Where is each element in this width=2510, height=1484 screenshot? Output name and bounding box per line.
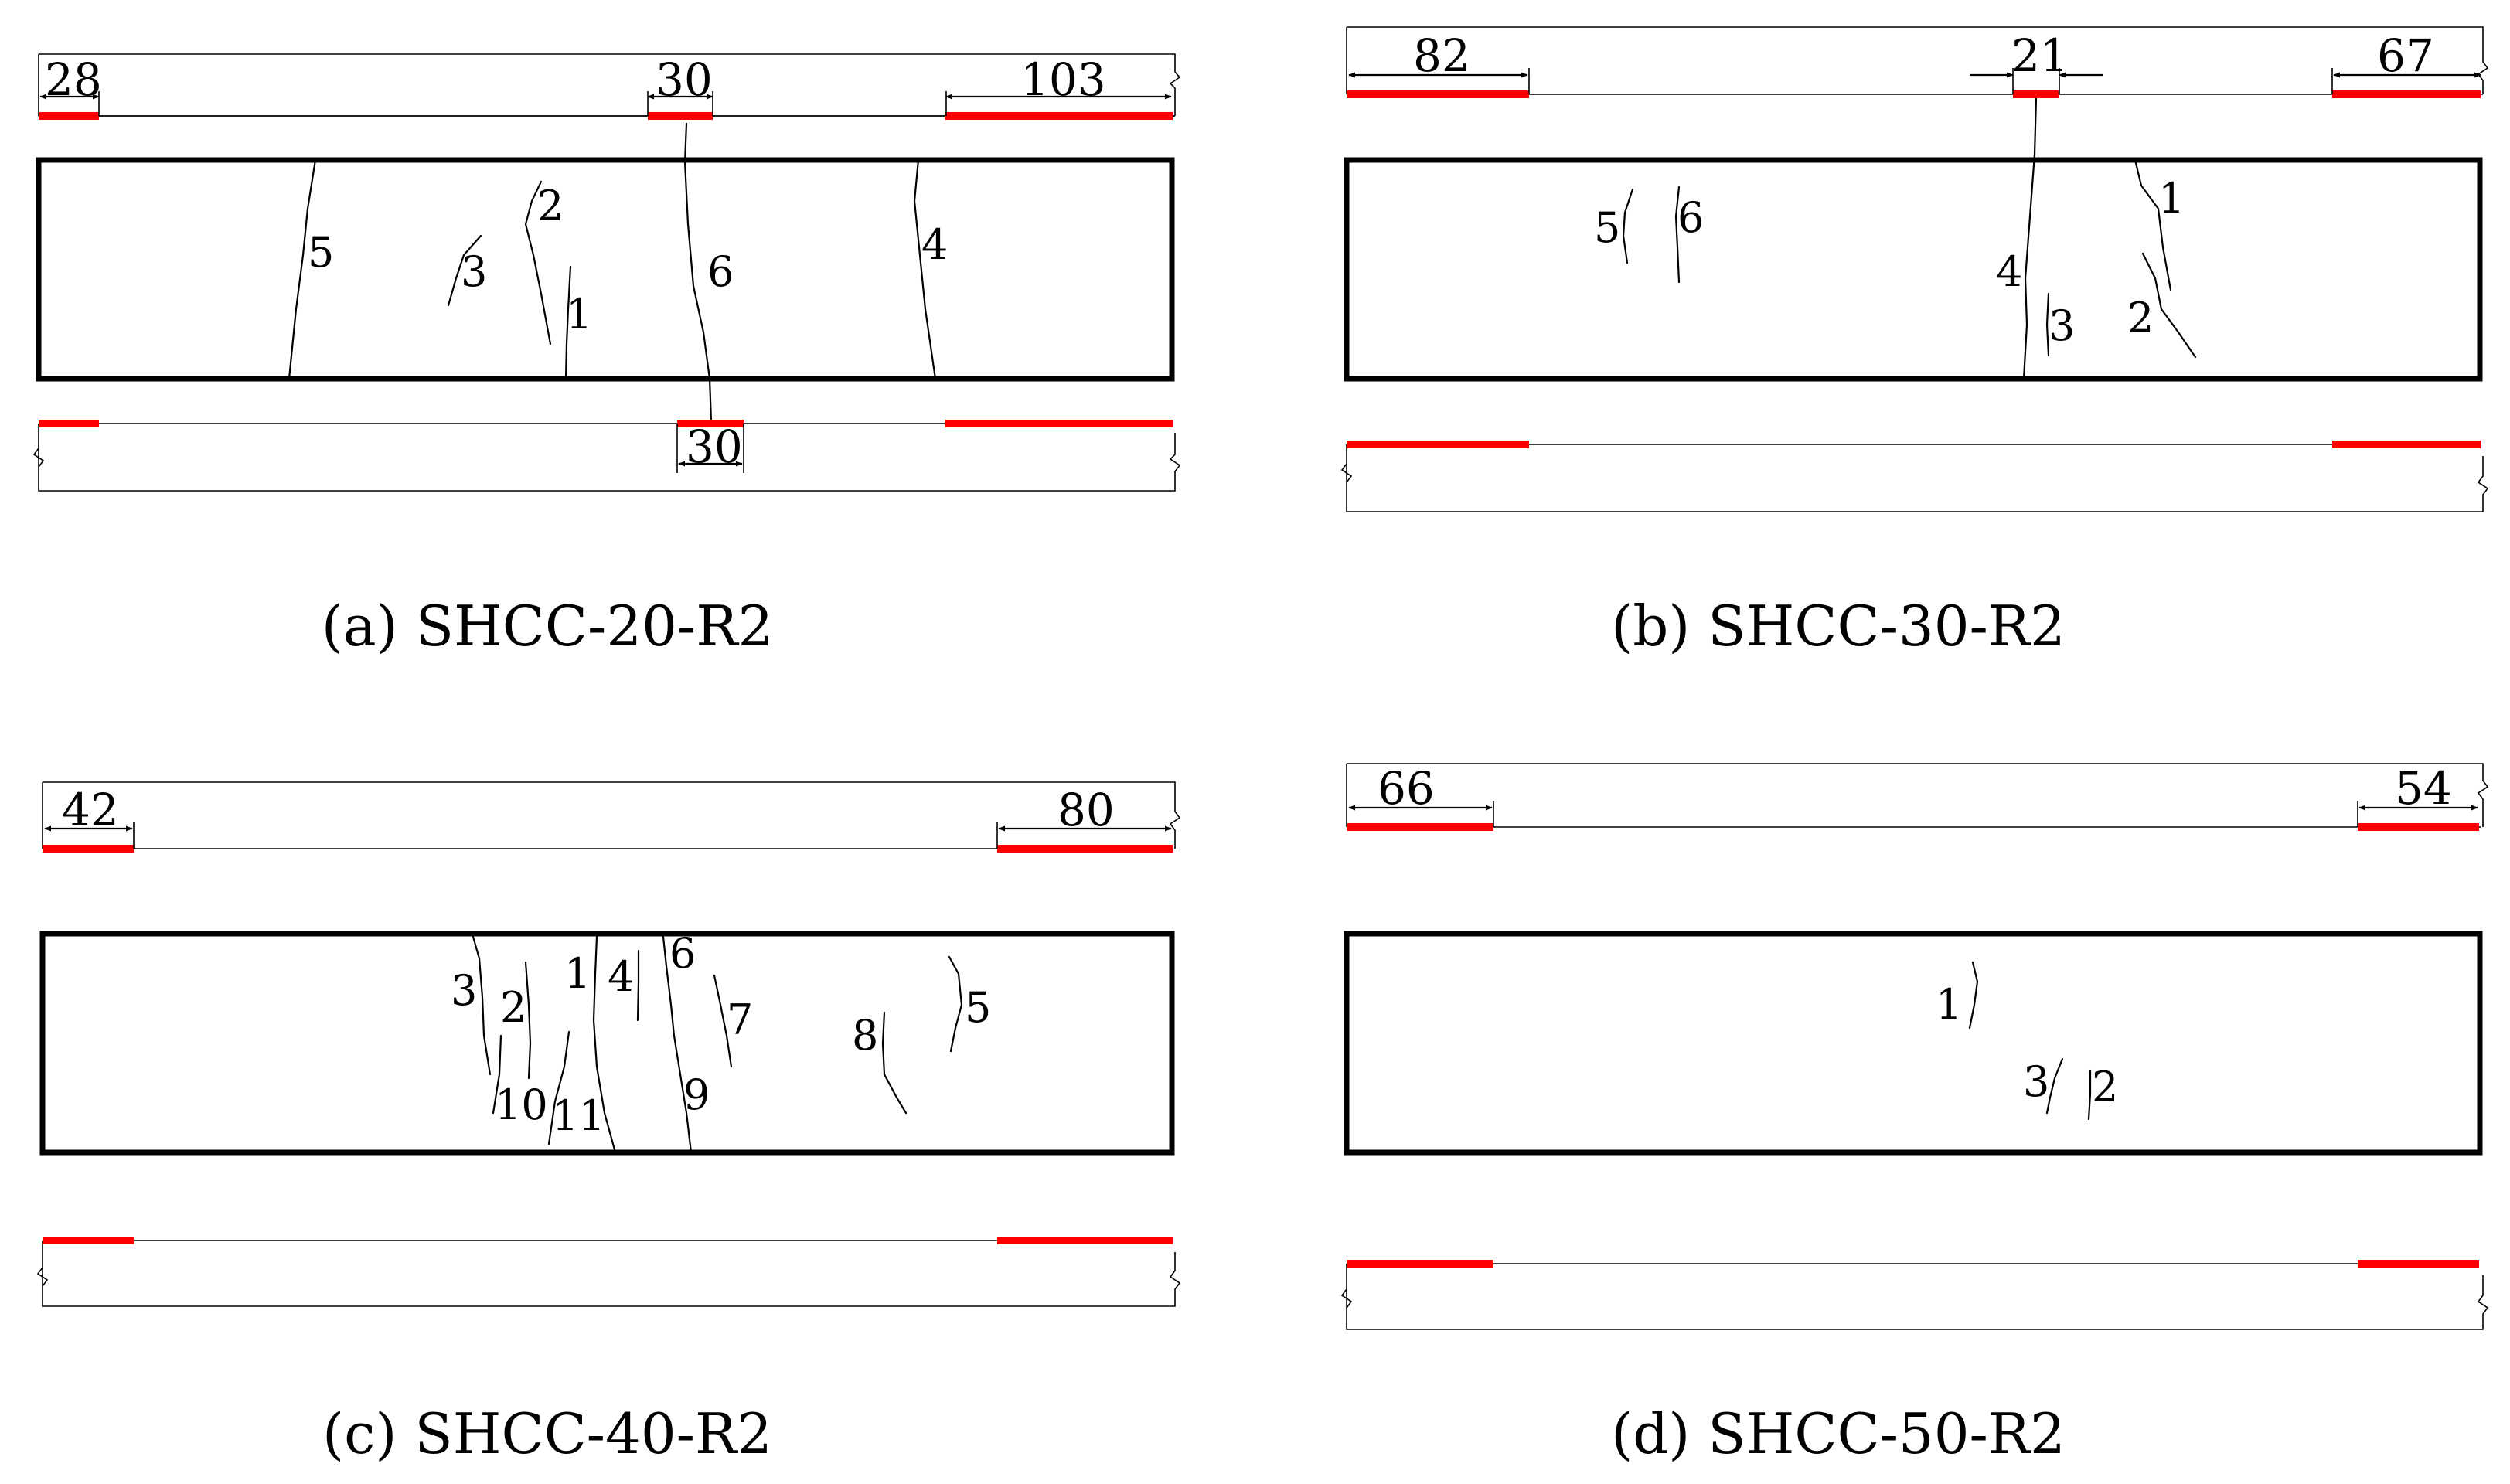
crack-5	[288, 158, 317, 380]
crack-label-6: 6	[1677, 193, 1704, 242]
crack-2	[2141, 252, 2197, 359]
panel-a: 28 30 103 5 3 2 1 6 4 30 (a) SHCC-20-R2	[32, 53, 1181, 659]
crack-label-3: 3	[2049, 301, 2075, 350]
dim-top-right: 80	[1057, 784, 1115, 836]
beam-outline	[1344, 931, 2483, 1156]
panel-d: 66 54 1 3 2 (d) SHCC-50-R2	[1340, 762, 2489, 1466]
crack-label-10: 10	[495, 1081, 548, 1129]
beam-outline	[36, 157, 1175, 382]
crack-11	[547, 1030, 570, 1145]
crack-label-1: 1	[1936, 980, 1962, 1029]
crack-3	[447, 234, 482, 307]
crack-label-2: 2	[500, 983, 526, 1032]
caption-b: (b) SHCC-30-R2	[1611, 594, 2066, 659]
crack-label-4: 4	[921, 220, 948, 269]
dim-top-left: 82	[1413, 29, 1470, 82]
top-strip-outline	[38, 53, 1181, 117]
crack-2	[2087, 1069, 2092, 1121]
crack-10	[492, 1034, 502, 1115]
crack-label-3: 3	[451, 966, 477, 1015]
crack-6	[683, 122, 713, 423]
panel-c: 42 80 3 2 1 4 6 7 8 5 10 11 9 (c) SHCC-4…	[36, 781, 1181, 1466]
crack-label-2: 2	[2127, 294, 2154, 342]
crack-label-6: 6	[669, 929, 696, 978]
crack-label-8: 8	[852, 1011, 878, 1060]
dim-top-left: 66	[1378, 762, 1435, 815]
crack-label-7: 7	[727, 996, 753, 1044]
crack-2	[524, 180, 552, 345]
crack-6	[1674, 186, 1681, 284]
crack-6	[662, 935, 693, 1154]
crack-3	[2045, 292, 2050, 357]
dim-top-right: 54	[2395, 762, 2452, 815]
crack-label-1: 1	[2158, 174, 2185, 223]
dim-top-center: 30	[656, 53, 713, 106]
crack-label-11: 11	[552, 1091, 605, 1140]
caption-c: (c) SHCC-40-R2	[322, 1401, 772, 1466]
crack-4	[913, 158, 937, 380]
caption-d: (d) SHCC-50-R2	[1611, 1401, 2066, 1466]
crack-4	[636, 949, 640, 1022]
dim-top-right: 103	[1020, 53, 1106, 106]
crack-label-2: 2	[2092, 1063, 2118, 1111]
crack-label-1: 1	[564, 949, 591, 998]
crack-1	[2134, 158, 2172, 291]
crack-label-2: 2	[537, 182, 564, 230]
beam-outline	[1344, 157, 2483, 382]
crack-1	[564, 265, 572, 380]
crack-5	[1622, 188, 1634, 264]
crack-8	[881, 1011, 908, 1115]
crack-label-4: 4	[608, 952, 634, 1001]
crack-4	[2022, 97, 2038, 380]
crack-label-5: 5	[308, 228, 334, 277]
crack-label-3: 3	[2023, 1057, 2049, 1106]
crack-1	[592, 935, 617, 1154]
dim-top-left: 42	[62, 784, 119, 836]
crack-5	[948, 955, 963, 1053]
crack-label-1: 1	[566, 290, 592, 339]
beam-outline	[39, 931, 1175, 1156]
dim-top-left: 28	[45, 53, 102, 106]
crack-label-6: 6	[707, 247, 734, 296]
crack-label-5: 5	[965, 983, 991, 1032]
crack-label-4: 4	[1996, 247, 2022, 296]
dim-top-right: 67	[2377, 29, 2434, 82]
caption-a: (a) SHCC-20-R2	[322, 594, 774, 659]
crack-label-5: 5	[1594, 203, 1620, 252]
panel-b: 82 21 67 5 6 4 3 1 2 (b) SHCC-30-R2	[1340, 26, 2489, 659]
dim-bottom-center: 30	[686, 420, 743, 473]
crack-1	[1968, 961, 1979, 1030]
crack-2	[524, 961, 532, 1080]
crack-3	[472, 935, 492, 1076]
crack-label-9: 9	[683, 1070, 710, 1119]
crack-label-3: 3	[461, 247, 487, 296]
dim-top-center: 21	[2011, 29, 2069, 82]
crack-7	[713, 974, 733, 1068]
crack-3	[2045, 1057, 2064, 1115]
